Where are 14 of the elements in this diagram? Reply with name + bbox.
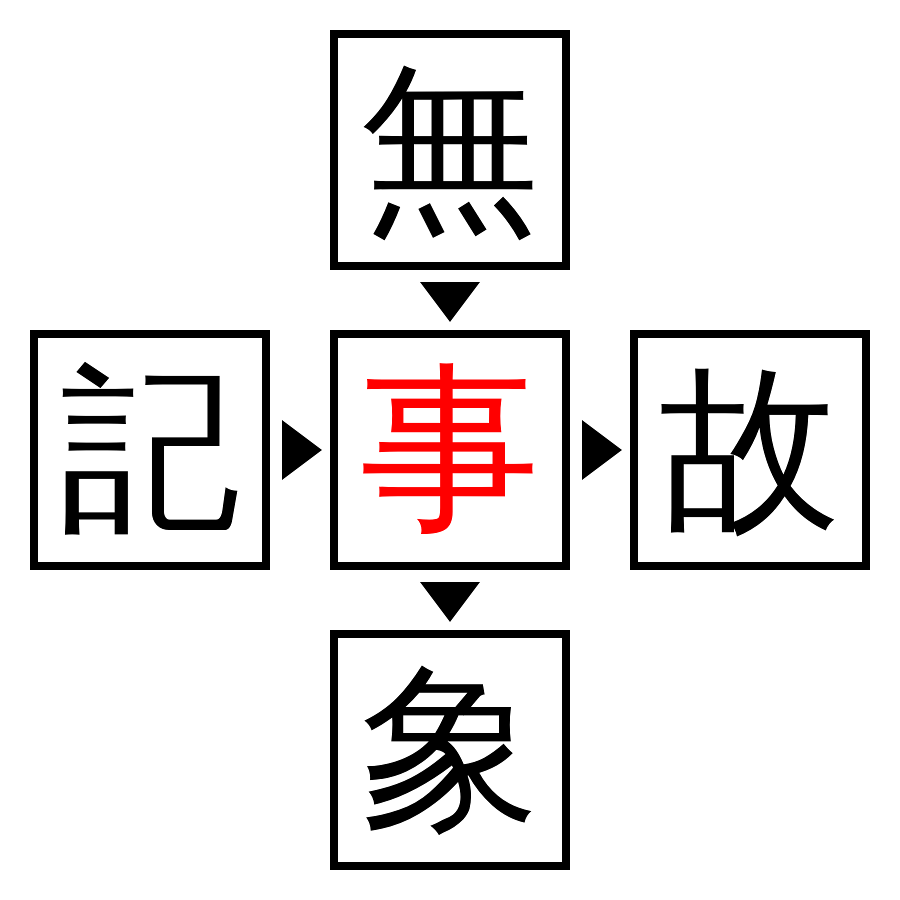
character-box bbox=[30, 330, 270, 570]
kanji-character: 記 bbox=[60, 360, 240, 540]
kanji-character: 事 bbox=[360, 360, 540, 540]
arrow bbox=[420, 582, 480, 622]
character-box bbox=[630, 330, 870, 570]
character-box bbox=[330, 30, 570, 270]
arrow bbox=[282, 420, 322, 480]
kanji-character: 故 bbox=[660, 360, 840, 540]
arrow bbox=[420, 282, 480, 322]
arrow bbox=[582, 420, 622, 480]
kanji-character: 象 bbox=[360, 660, 540, 840]
character-box bbox=[330, 630, 570, 870]
kanji-character: 無 bbox=[360, 60, 540, 240]
character-box bbox=[330, 330, 570, 570]
